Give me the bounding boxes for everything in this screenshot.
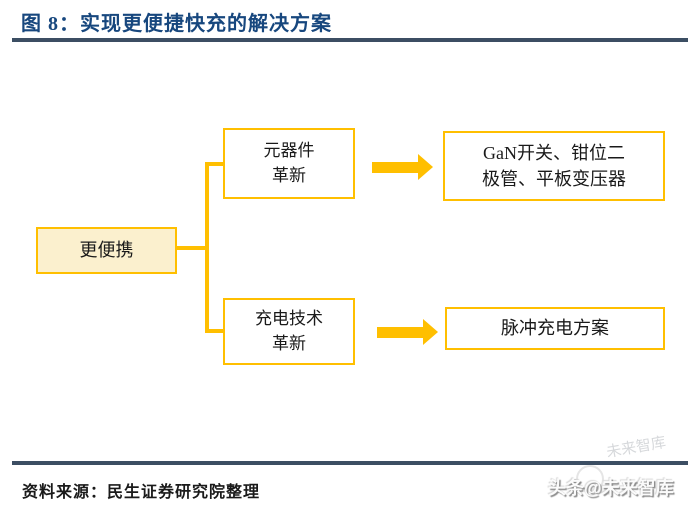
watermark-ghost-text: 未来智库 — [605, 433, 668, 462]
node-pulse-charging-solution: 脉冲充电方案 — [445, 307, 665, 350]
node-label-line1: GaN开关、钳位二 — [483, 142, 625, 163]
figure-title: 图 8：实现更便捷快充的解决方案 — [21, 7, 681, 36]
node-label-line1: 充电技术 — [255, 308, 323, 328]
node-component-innovation: 元器件 革新 — [223, 128, 355, 199]
figure-number-label: 图 8： — [21, 13, 80, 35]
figure-title-text: 实现更便捷快充的解决方案 — [80, 13, 332, 35]
node-label: 更便携 — [79, 240, 134, 261]
arrow-head — [418, 154, 433, 180]
node-label-line2: 革新 — [272, 165, 306, 185]
watermark-logo-icon — [576, 465, 604, 493]
connector-root-horizontal — [177, 246, 208, 250]
header-divider-line — [12, 38, 688, 42]
node-gan-solution: GaN开关、钳位二 极管、平板变压器 — [443, 131, 665, 201]
watermark-text: 头条@未来智库 — [548, 478, 674, 498]
node-label-line2: 极管、平板变压器 — [482, 169, 626, 189]
node-label-line1: 脉冲充电方案 — [501, 318, 609, 339]
connector-top-branch — [205, 162, 223, 166]
source-attribution: 资料来源：民生证券研究院整理 — [22, 484, 261, 501]
connector-bottom-branch — [205, 329, 223, 333]
node-label-line2: 革新 — [272, 333, 306, 353]
node-label-line1: 元器件 — [263, 140, 315, 160]
arrow-bottom-icon — [377, 319, 438, 345]
arrow-head — [423, 319, 438, 345]
arrow-shaft — [372, 161, 418, 173]
connector-vertical — [205, 162, 209, 333]
arrow-top-icon — [372, 154, 433, 180]
footer-divider-line — [12, 461, 688, 465]
arrow-shaft — [377, 326, 423, 338]
node-charging-tech-innovation: 充电技术 革新 — [223, 298, 355, 365]
node-more-portable: 更便携 — [36, 227, 177, 274]
